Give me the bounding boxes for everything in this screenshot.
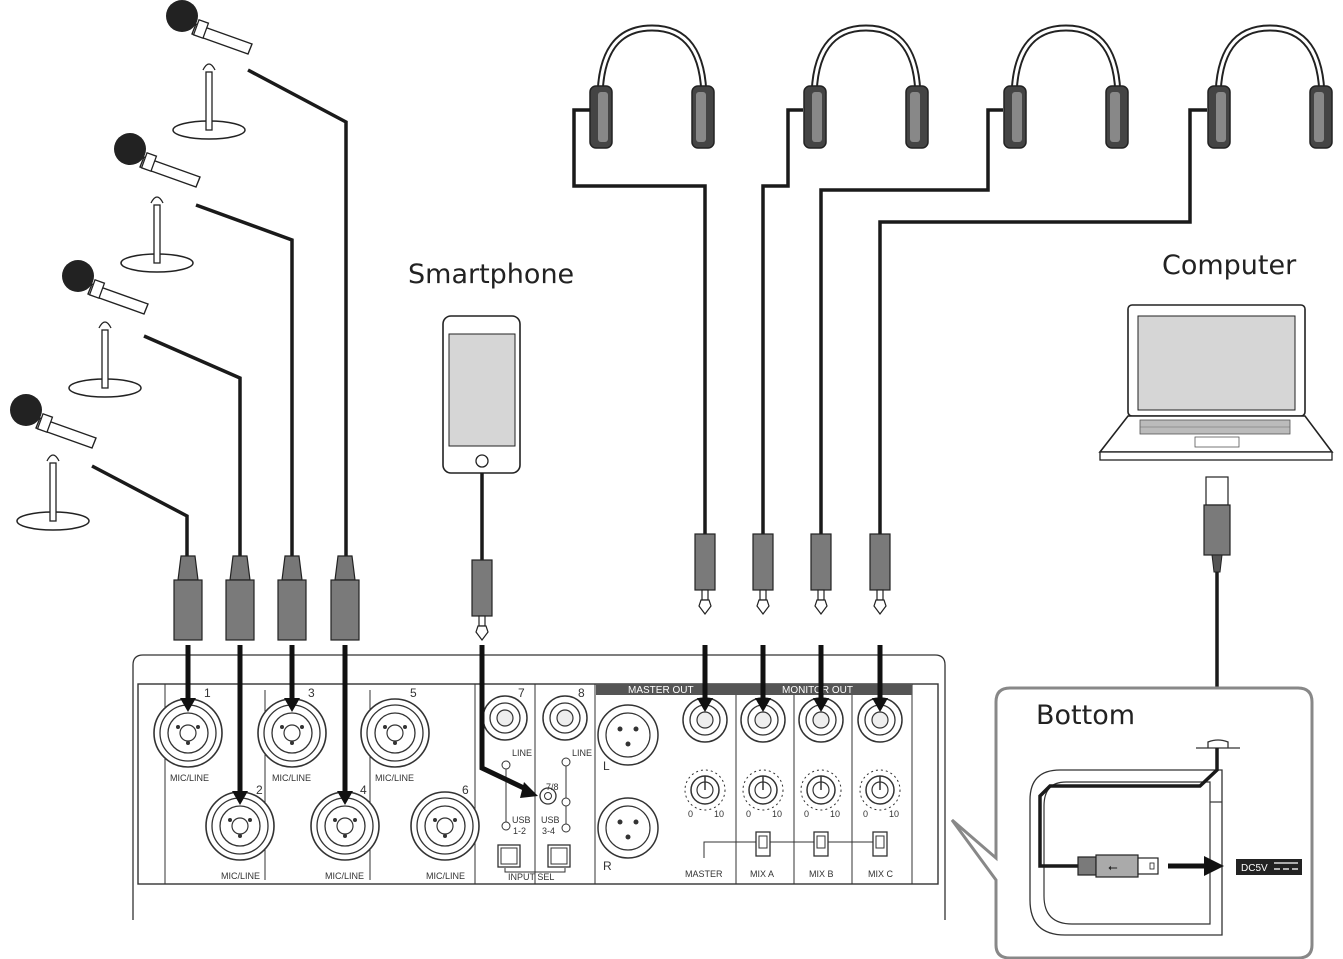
usb-12-label: USB: [512, 815, 531, 825]
knob-min-label-master: 0: [688, 809, 693, 819]
mixer: MASTER OUT MONITOR OUT 1 2 3 4 5 6 7 8 M…: [132, 654, 946, 920]
usb-symbol-icon: ⭠: [1108, 860, 1118, 874]
mic-line-label-5: MIC/LINE: [375, 773, 414, 783]
microphone-2: [113, 132, 201, 273]
mic-line-label-1: MIC/LINE: [170, 773, 209, 783]
usb-plug: [1203, 476, 1231, 573]
usb-12-sub-label: 1-2: [513, 826, 526, 836]
mic-line-label-3: MIC/LINE: [272, 773, 311, 783]
smartphone-plug: [471, 559, 493, 641]
master-out-l-jack[interactable]: [597, 704, 659, 766]
output-label-mix-a: MIX A: [750, 869, 774, 879]
mic-line-label-6: MIC/LINE: [426, 871, 465, 881]
mic-line-label-2: MIC/LINE: [221, 871, 260, 881]
smartphone: [442, 315, 521, 474]
channel-number-5: 5: [410, 686, 417, 700]
microphone-4: [9, 393, 97, 531]
trs-plugs: [694, 533, 891, 615]
master-out-r-jack[interactable]: [597, 797, 659, 859]
line-label-8: LINE: [572, 748, 592, 758]
fader-mix-b[interactable]: [813, 831, 829, 857]
channel-number-2: 2: [256, 783, 263, 797]
output-label-mix-b: MIX B: [809, 869, 834, 879]
headphones-2: [804, 28, 928, 148]
knob-min-label-b: 0: [804, 809, 809, 819]
left-label: L: [603, 759, 610, 773]
microphone-3: [61, 259, 149, 398]
line-input-8[interactable]: [542, 695, 588, 741]
fader-mix-c[interactable]: [872, 831, 888, 857]
microphone-1: [165, 0, 253, 140]
channel-number-3: 3: [308, 686, 315, 700]
monitor-out-bar: [736, 684, 912, 695]
headphones-3: [1004, 28, 1128, 148]
connection-arrows: [180, 645, 888, 805]
usb-34-sub-label: 3-4: [542, 826, 555, 836]
combo-jack-5[interactable]: [360, 698, 430, 768]
headphones-1: [590, 28, 714, 148]
line-input-7[interactable]: [482, 695, 528, 741]
knob-max-label-b: 10: [830, 809, 840, 819]
smartphone-label: Smartphone: [408, 259, 574, 290]
combo-jack-6[interactable]: [410, 791, 480, 861]
output-label-mix-c: MIX C: [868, 869, 894, 879]
xlr-plugs: [173, 555, 360, 641]
usb-34-label: USB: [541, 815, 560, 825]
monitor-out-label: MONITOR OUT: [782, 685, 853, 696]
ch78-label: 7/8: [546, 782, 559, 792]
knob-min-label-a: 0: [746, 809, 751, 819]
channel-number-7: 7: [518, 686, 525, 700]
channel-number-1: 1: [204, 686, 211, 700]
master-out-label: MASTER OUT: [628, 685, 694, 696]
knob-max-label-master: 10: [714, 809, 724, 819]
right-label: R: [603, 859, 612, 873]
channel-number-6: 6: [462, 783, 469, 797]
laptop: [1098, 304, 1334, 461]
knob-min-label-c: 0: [863, 809, 868, 819]
bottom-label: Bottom: [1036, 700, 1135, 731]
input-sel-label: INPUT SEL: [508, 872, 554, 882]
mic-line-label-4: MIC/LINE: [325, 871, 364, 881]
power-label: DC5V: [1241, 863, 1268, 874]
mic-cables: [91, 68, 348, 558]
headphones-4: [1208, 28, 1332, 148]
channel-number-8: 8: [578, 686, 585, 700]
line-label-7: LINE: [512, 748, 532, 758]
headphone-cables: [572, 108, 1207, 536]
master-out-bar: [596, 684, 736, 695]
computer-label: Computer: [1162, 250, 1297, 281]
knob-max-label-c: 10: [889, 809, 899, 819]
fader-mix-a[interactable]: [755, 831, 771, 857]
bottom-callout: Bottom ⭠ DC5V: [950, 686, 1314, 959]
output-label-master: MASTER: [685, 869, 723, 879]
channel-number-4: 4: [360, 783, 367, 797]
knob-max-label-a: 10: [772, 809, 782, 819]
